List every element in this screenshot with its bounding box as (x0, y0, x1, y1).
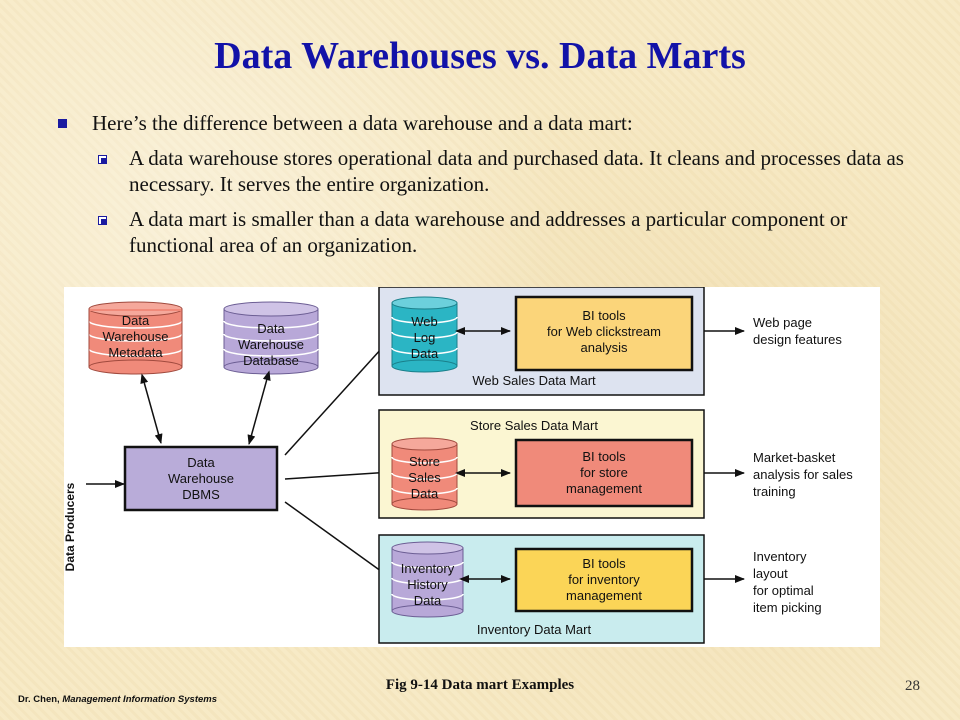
store-tool-label-2: for store (580, 465, 628, 480)
dbms-label-3: DBMS (182, 487, 220, 502)
web-db-label-3: Data (411, 346, 439, 361)
warehousedb-dbms-arrow (247, 370, 271, 445)
web-db-label-1: Web (411, 314, 438, 329)
inventory-history-database-icon (391, 541, 464, 618)
page-number: 28 (905, 678, 920, 694)
hollow-square-bullet-icon (98, 155, 107, 164)
store-db-label-3: Data (411, 486, 439, 501)
web-tool-label-2: for Web clickstream (547, 324, 661, 339)
dbms-label-2: Warehouse (168, 471, 234, 486)
web-output-label-1: Web page (753, 315, 812, 330)
web-log-database-icon (391, 296, 458, 373)
inventory-db-label-3: Data (414, 593, 442, 608)
warehouse-db-label-3: Database (243, 353, 299, 368)
store-db-label-1: Store (409, 454, 440, 469)
bullet-main: Here’s the difference between a data war… (58, 110, 918, 136)
store-db-label-2: Sales (408, 470, 441, 485)
metadata-database-icon (88, 301, 183, 375)
store-output-label-1: Market-basket (753, 450, 836, 465)
footer-course: Management Information Systems (62, 694, 218, 705)
metadata-label-3: Metadata (108, 345, 163, 360)
slide-title: Data Warehouses vs. Data Marts (214, 35, 746, 77)
sub-bullet-1-text: A data warehouse stores operational data… (129, 146, 904, 196)
store-mart-name: Store Sales Data Mart (470, 418, 598, 433)
web-bi-tool-box (514, 295, 694, 372)
inventory-bi-tool-box (514, 547, 694, 613)
web-mart-name: Web Sales Data Mart (472, 373, 596, 388)
inventory-tool-label-3: management (566, 588, 642, 603)
inventory-output-label-1: Inventory (753, 549, 807, 564)
hollow-square-bullet-icon (98, 216, 107, 225)
bullet-main-text: Here’s the difference between a data war… (92, 111, 633, 135)
dbms-box (123, 445, 279, 512)
warehouse-db-label-2: Warehouse (238, 337, 304, 352)
inventory-mart-name: Inventory Data Mart (477, 622, 592, 637)
slide-footer: Dr. Chen, Management Information Systems (18, 694, 217, 705)
web-tool-label-1: BI tools (582, 308, 626, 323)
store-sales-database-icon (391, 437, 458, 511)
inventory-output-label-4: item picking (753, 600, 822, 615)
web-output-label-2: design features (753, 332, 842, 347)
sub-bullet-1: A data warehouse stores operational data… (98, 145, 918, 197)
sub-bullet-2-text: A data mart is smaller than a data wareh… (129, 207, 848, 257)
metadata-label-2: Warehouse (103, 329, 169, 344)
web-db-label-2: Log (414, 330, 436, 345)
bullet-list: Here’s the difference between a data war… (58, 110, 918, 258)
inventory-db-label-2: History (407, 577, 448, 592)
footer-author: Dr. Chen, (18, 694, 60, 705)
warehouse-database-icon (223, 301, 319, 375)
figure-caption: Fig 9-14 Data mart Examples (385, 677, 575, 693)
dbms-to-inventory-arrow (284, 501, 393, 580)
metadata-label-1: Data (122, 313, 150, 328)
store-output-label-3: training (753, 484, 796, 499)
inventory-tool-label-2: for inventory (568, 572, 640, 587)
dbms-label-1: Data (187, 455, 215, 470)
metadata-dbms-arrow (140, 373, 163, 444)
web-tool-label-3: analysis (581, 340, 628, 355)
square-bullet-icon (58, 119, 67, 128)
store-output-label-2: analysis for sales (753, 467, 853, 482)
store-bi-tool-box (514, 438, 694, 508)
data-producers-label: Data Producers (64, 482, 77, 571)
store-tool-label-1: BI tools (582, 449, 626, 464)
inventory-output-label-3: for optimal (753, 583, 814, 598)
inventory-tool-label-1: BI tools (582, 556, 626, 571)
data-mart-diagram: Data Producers Data Warehouse Metadata D… (64, 287, 880, 647)
sub-bullet-2: A data mart is smaller than a data wareh… (98, 206, 918, 258)
dbms-to-web-arrow (284, 336, 393, 456)
store-tool-label-3: management (566, 481, 642, 496)
dbms-to-store-arrow (284, 468, 393, 480)
inventory-db-label-1: Inventory (401, 561, 455, 576)
inventory-output-label-2: layout (753, 566, 788, 581)
warehouse-db-label-1: Data (257, 321, 285, 336)
